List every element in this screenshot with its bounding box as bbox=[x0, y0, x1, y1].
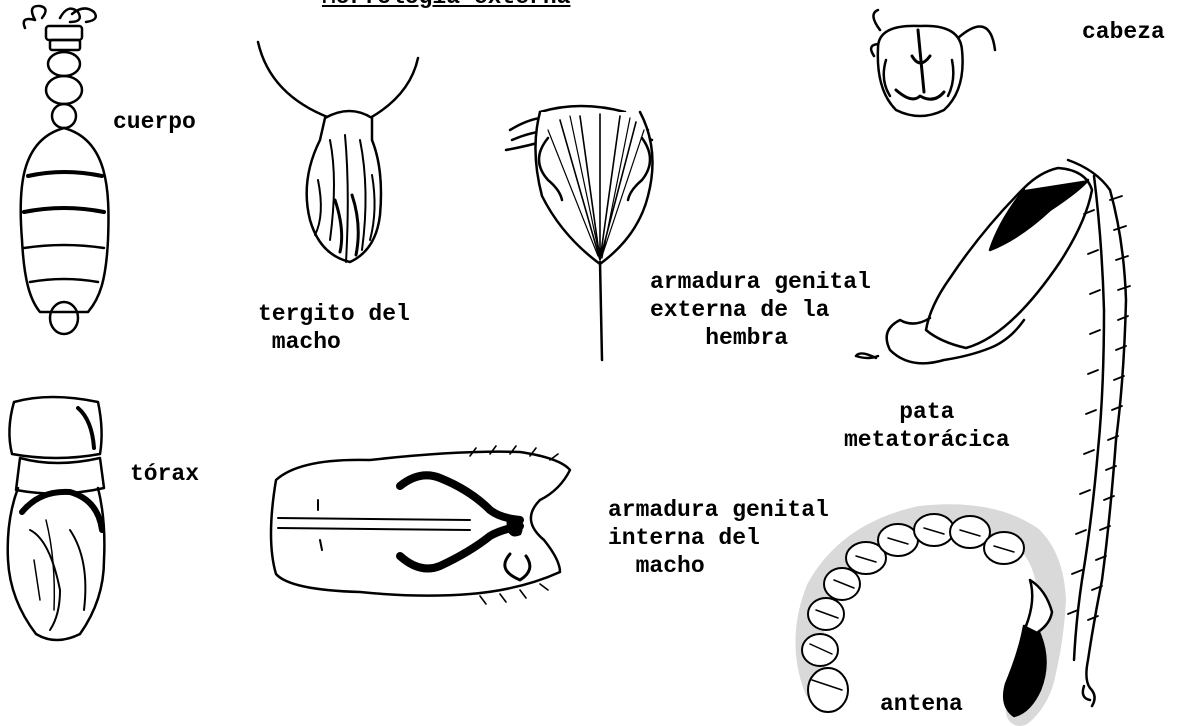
label-tergito: tergito del macho bbox=[258, 300, 410, 356]
head-drawing bbox=[871, 10, 995, 116]
label-armadura-interna: armadura genital interna del macho bbox=[608, 496, 829, 580]
antenna-drawing bbox=[802, 514, 1052, 716]
thorax-drawing bbox=[8, 397, 105, 640]
tergite-drawing bbox=[258, 42, 418, 262]
label-torax: tórax bbox=[130, 460, 199, 488]
label-armadura-externa: armadura genital externa de la hembra bbox=[650, 268, 871, 352]
label-pata: pata metatorácica bbox=[844, 398, 1010, 454]
label-antena: antena bbox=[880, 690, 963, 718]
label-cuerpo: cuerpo bbox=[113, 108, 196, 136]
label-cabeza: cabeza bbox=[1082, 18, 1165, 46]
male-genitalia-drawing bbox=[271, 446, 570, 604]
body-drawing bbox=[21, 6, 109, 334]
female-genitalia-drawing bbox=[506, 106, 653, 360]
